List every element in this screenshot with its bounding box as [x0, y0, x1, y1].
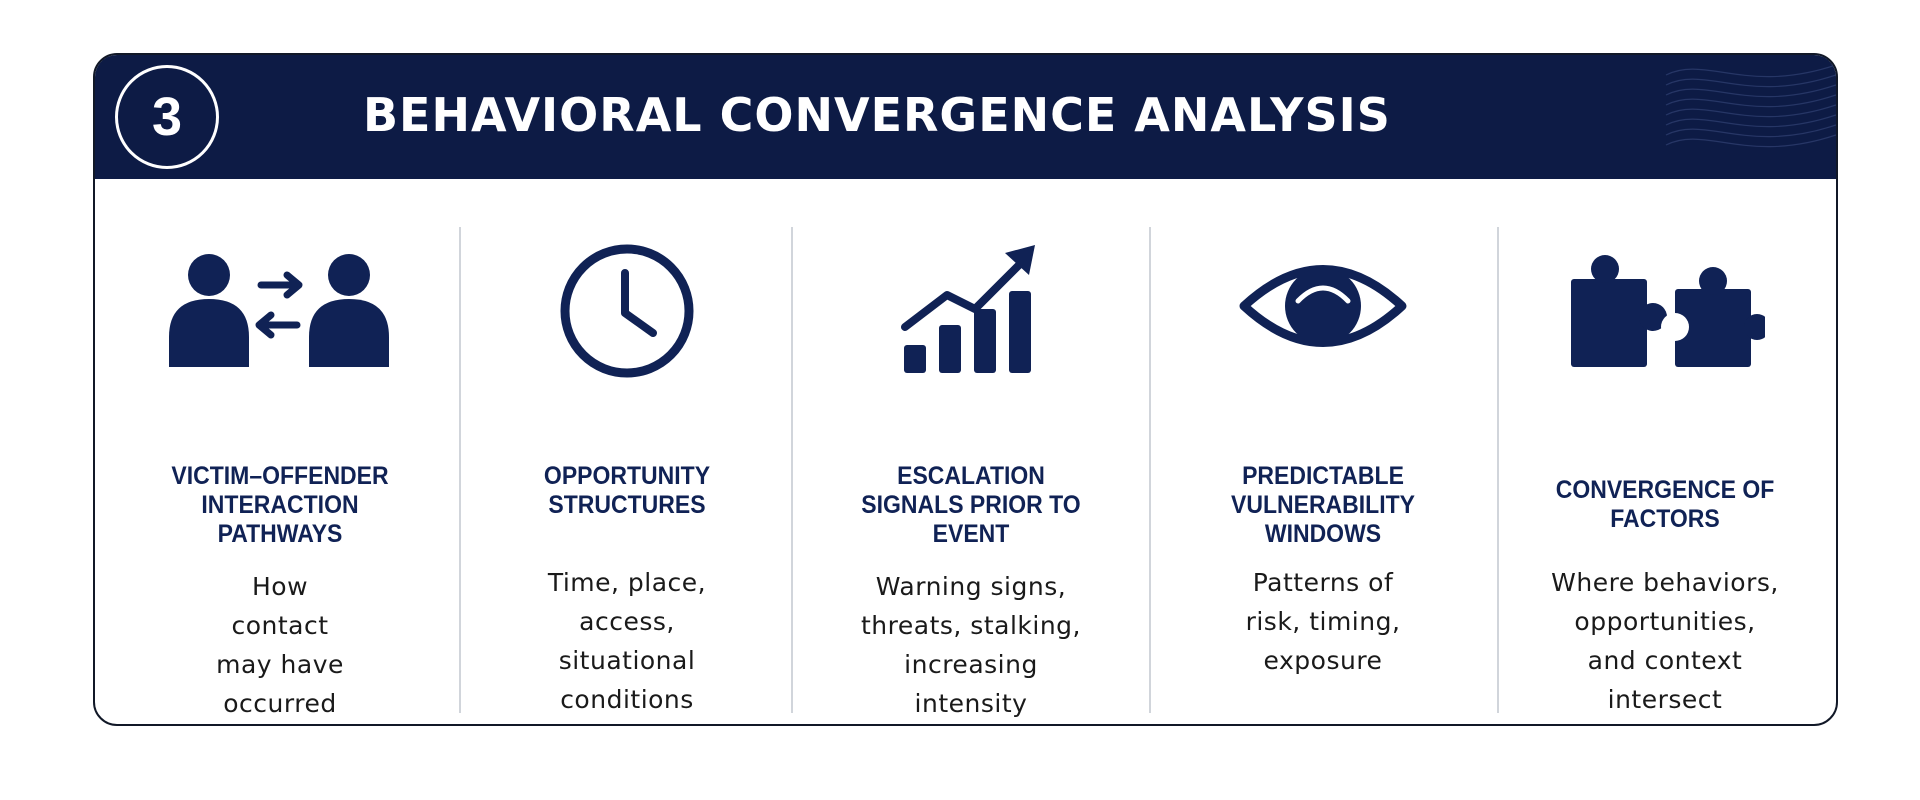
column-convergence: CONVERGENCE OF FACTORS Where behaviors, …	[1505, 179, 1825, 714]
column-opportunity: OPPORTUNITY STRUCTURES Time, place, acce…	[467, 179, 787, 714]
column-title: PREDICTABLE VULNERABILITY WINDOWS	[1231, 462, 1415, 548]
wave-pattern-decoration	[1665, 64, 1836, 148]
trend-up-chart-icon	[901, 245, 1035, 373]
column-description: Warning signs, threats, stalking, increa…	[861, 572, 1081, 718]
step-number-badge: 3	[115, 65, 219, 169]
column-title: VICTIM–OFFENDER INTERACTION PATHWAYS	[171, 462, 389, 548]
column-description: Where behaviors, opportunities, and cont…	[1551, 568, 1779, 714]
column-escalation: ESCALATION SIGNALS PRIOR TO EVENT Warnin…	[801, 179, 1141, 718]
column-victim-offender: VICTIM–OFFENDER INTERACTION PATHWAYS How…	[115, 179, 445, 718]
column-vulnerability: PREDICTABLE VULNERABILITY WINDOWS Patter…	[1157, 179, 1489, 699]
column-divider	[459, 227, 461, 713]
people-exchange-icon	[169, 254, 389, 367]
column-title: OPPORTUNITY STRUCTURES	[543, 462, 711, 519]
header-banner: 3 BEHAVIORAL CONVERGENCE ANALYSIS	[95, 55, 1836, 179]
analysis-card: 3 BEHAVIORAL CONVERGENCE ANALYSIS VICTIM…	[93, 53, 1838, 726]
column-description: How contact may have occurred	[216, 572, 344, 718]
column-divider	[791, 227, 793, 713]
column-divider	[1497, 227, 1499, 713]
eye-icon	[1239, 265, 1407, 347]
clock-icon	[560, 244, 694, 378]
column-description: Time, place, access, situational conditi…	[547, 568, 707, 714]
banner-title: BEHAVIORAL CONVERGENCE ANALYSIS	[363, 88, 1391, 142]
column-divider	[1149, 227, 1151, 713]
column-description: Patterns of risk, timing, exposure	[1245, 568, 1401, 675]
column-title: ESCALATION SIGNALS PRIOR TO EVENT	[861, 462, 1081, 548]
puzzle-pieces-icon	[1571, 255, 1765, 367]
column-title: CONVERGENCE OF FACTORS	[1555, 476, 1775, 533]
